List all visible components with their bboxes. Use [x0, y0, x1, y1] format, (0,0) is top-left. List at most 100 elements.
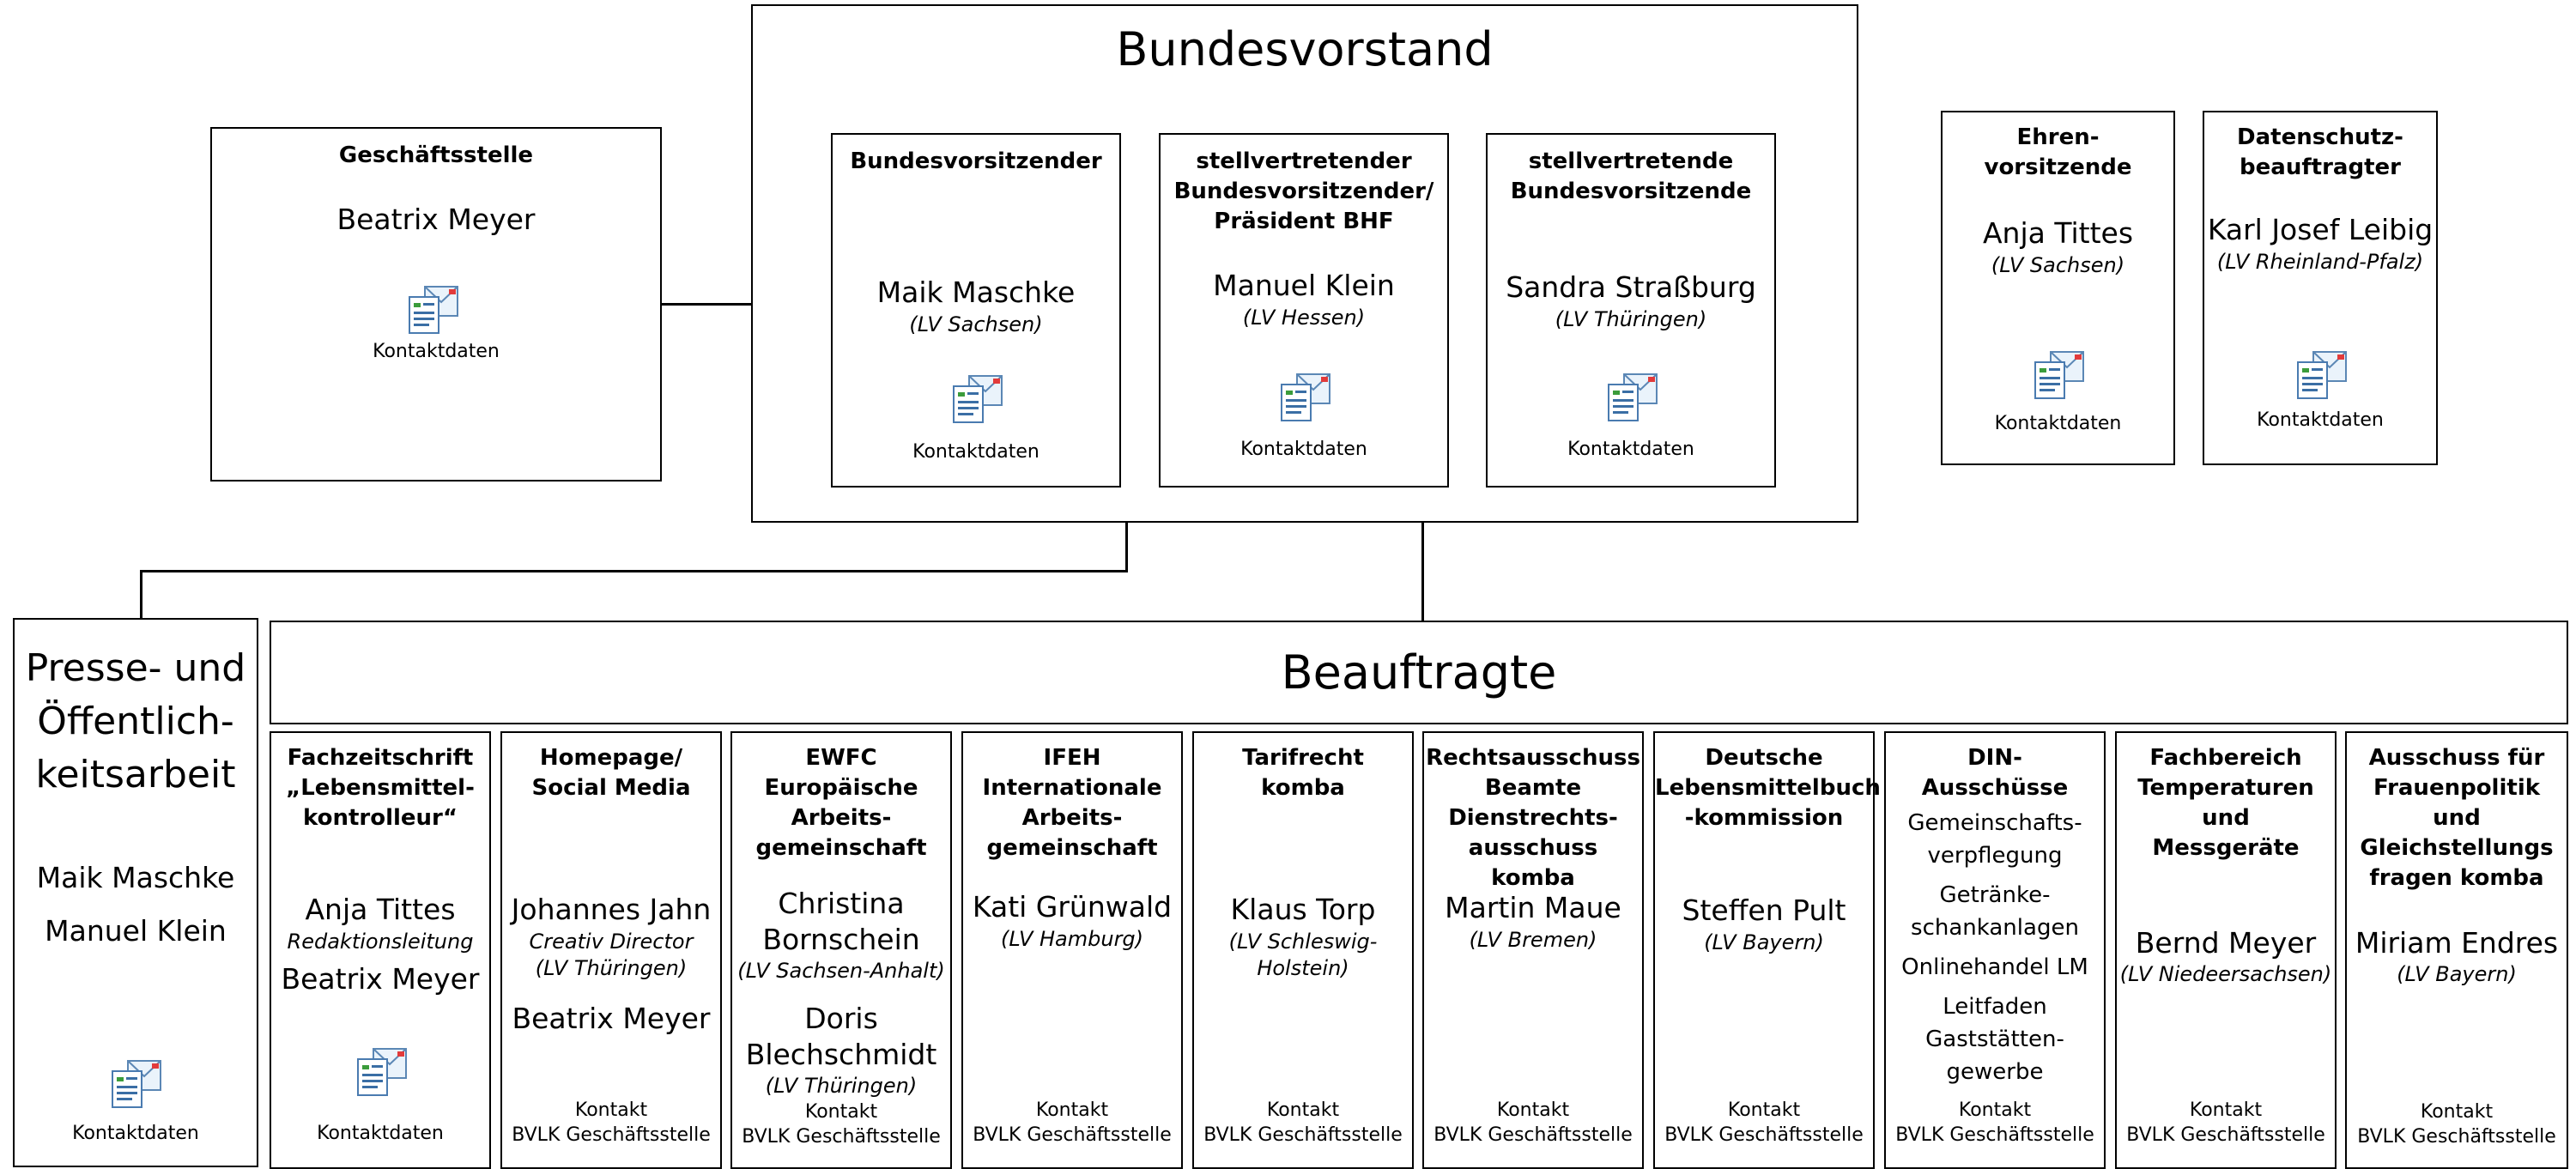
column-title: Fachbereich Temperaturen und Messgeräte	[2137, 745, 2314, 861]
contact-card-icon[interactable]	[2294, 347, 2349, 402]
member-lv: (LV Thüringen)	[1555, 307, 1707, 331]
contact-office[interactable]: Kontakt BVLK Geschäftsstelle	[742, 1101, 941, 1148]
contact-office[interactable]: Kontakt BVLK Geschäftsstelle	[2126, 1099, 2325, 1146]
column-sub: (LV Schleswig- Holstein)	[1228, 930, 1378, 980]
connector-line	[140, 570, 142, 619]
datenschutz-lv: (LV Rheinland-Pfalz)	[2216, 250, 2424, 274]
member-role: stellvertretende Bundesvorsitzende	[1510, 148, 1752, 204]
connector-line	[1125, 522, 1128, 572]
contact-card-icon[interactable]	[109, 1056, 164, 1111]
column-sub: (LV Hamburg)	[1000, 927, 1144, 951]
column-title: Rechtsausschuss Beamte Dienstrechts- aus…	[1426, 745, 1640, 891]
member-name: Sandra Straßburg	[1506, 270, 1756, 304]
member-lv: (LV Sachsen)	[909, 312, 1043, 336]
ehren-title: Ehren- vorsitzende	[1984, 124, 2132, 180]
beauftragte-column: Homepage/ Social Media Johannes Jahn Cre…	[500, 731, 722, 1169]
column-name: Kati Grünwald	[972, 890, 1173, 924]
ehren-name: Anja Tittes	[1982, 216, 2134, 250]
beauftragte-column: Ausschuss für Frauenpolitik und Gleichst…	[2345, 731, 2568, 1169]
contact-office[interactable]: Kontakt BVLK Geschäftsstelle	[512, 1099, 711, 1146]
column-name: Steffen Pult	[1682, 893, 1846, 927]
column-sub: (LV Niedeersachsen)	[2119, 962, 2332, 986]
beauftragte-column: EWFC Europäische Arbeits- gemeinschaft C…	[730, 731, 952, 1169]
presse-title: Presse- und Öffentlich- keitsarbeit	[25, 646, 246, 796]
member-role: stellvertretender Bundesvorsitzender/ Pr…	[1173, 148, 1434, 234]
datenschutz-title: Datenschutz- beauftragter	[2237, 124, 2403, 180]
column-title: DIN- Ausschüsse	[1921, 745, 2069, 801]
contact-card-icon[interactable]	[1278, 369, 1333, 424]
column-title: Tarifrecht komba	[1242, 745, 1364, 801]
column-sub-2: (LV Thüringen)	[765, 1074, 918, 1098]
contact-card-icon[interactable]	[2032, 347, 2087, 402]
contact-label[interactable]: Kontaktdaten	[72, 1123, 199, 1144]
column-name: Miriam Endres	[2355, 926, 2559, 960]
din-item: Getränke- schankanlagen	[1911, 882, 2079, 941]
contact-card-icon[interactable]	[1605, 369, 1660, 424]
geschaeftsstelle-title: Geschäftsstelle	[338, 142, 534, 168]
contact-office[interactable]: Kontakt BVLK Geschäftsstelle	[1895, 1099, 2094, 1146]
column-name-2: Beatrix Meyer	[281, 962, 480, 996]
member-name: Manuel Klein	[1213, 269, 1395, 302]
contact-card-icon[interactable]	[406, 282, 461, 336]
beauftragte-column: IFEH Internationale Arbeits- gemeinschaf…	[961, 731, 1183, 1169]
beauftragte-column: Deutsche Lebensmittelbuch -kommission St…	[1653, 731, 1881, 1169]
column-name: Christina Bornschein	[762, 887, 920, 956]
beauftragte-column: Fachbereich Temperaturen und Messgeräte …	[2115, 731, 2337, 1169]
column-title: EWFC Europäische Arbeits- gemeinschaft	[755, 745, 927, 861]
column-sub: (LV Bayern)	[1704, 930, 1824, 954]
contact-label[interactable]: Kontaktdaten	[1994, 413, 2122, 434]
bundesvorstand-box: Bundesvorstand Bundesvorsitzender Maik M…	[751, 4, 1858, 523]
presse-name: Maik Maschke	[36, 861, 235, 894]
contact-label[interactable]: Kontaktdaten	[317, 1123, 444, 1144]
connector-line	[140, 570, 1128, 572]
contact-office[interactable]: Kontakt BVLK Geschäftsstelle	[1664, 1099, 1864, 1146]
contact-card-icon[interactable]	[950, 371, 1005, 426]
din-item: Gemeinschafts- verpflegung	[1907, 810, 2082, 869]
geschaeftsstelle-box: Geschäftsstelle Beatrix Meyer Kontaktdat…	[210, 127, 662, 482]
datenschutz-box: Datenschutz- beauftragter Karl Josef Lei…	[2203, 111, 2438, 465]
contact-office[interactable]: Kontakt BVLK Geschäftsstelle	[973, 1099, 1172, 1146]
ehrenvorsitzende-box: Ehren- vorsitzende Anja Tittes (LV Sachs…	[1941, 111, 2175, 465]
contact-office[interactable]: Kontakt BVLK Geschäftsstelle	[2357, 1101, 2556, 1148]
contact-office[interactable]: Kontakt BVLK Geschäftsstelle	[1203, 1099, 1403, 1146]
presse-box: Presse- und Öffentlich- keitsarbeit Maik…	[13, 618, 258, 1167]
beauftragte-title: Beauftragte	[1281, 645, 1557, 700]
contact-label[interactable]: Kontaktdaten	[2257, 409, 2384, 431]
member-box: stellvertretender Bundesvorsitzender/ Pr…	[1159, 133, 1449, 488]
member-name: Maik Maschke	[876, 276, 1076, 309]
column-name: Bernd Meyer	[2135, 926, 2317, 960]
member-box: stellvertretende Bundesvorsitzende Sandr…	[1486, 133, 1776, 488]
column-title: Homepage/ Social Media	[531, 745, 691, 801]
contact-label[interactable]: Kontaktdaten	[373, 341, 500, 362]
member-lv: (LV Hessen)	[1242, 306, 1366, 330]
geschaeftsstelle-name: Beatrix Meyer	[336, 203, 536, 236]
contact-card-icon[interactable]	[355, 1044, 409, 1099]
presse-name: Manuel Klein	[45, 914, 227, 948]
bundesvorstand-title: Bundesvorstand	[1116, 22, 1494, 76]
beauftragte-column: Rechtsausschuss Beamte Dienstrechts- aus…	[1422, 731, 1644, 1169]
ehren-lv: (LV Sachsen)	[1991, 253, 2125, 277]
column-name: Klaus Torp	[1230, 893, 1376, 926]
column-title: Fachzeitschrift „Lebensmittel- kontrolle…	[286, 745, 475, 831]
beauftragte-header: Beauftragte	[270, 621, 2568, 724]
beauftragte-column: Fachzeitschrift „Lebensmittel- kontrolle…	[270, 731, 491, 1169]
datenschutz-name: Karl Josef Leibig	[2207, 213, 2434, 246]
contact-label[interactable]: Kontaktdaten	[912, 441, 1039, 463]
connector-line	[1421, 522, 1424, 621]
member-role: Bundesvorsitzender	[850, 148, 1102, 174]
column-title: IFEH Internationale Arbeits- gemeinschaf…	[982, 745, 1162, 861]
column-name: Johannes Jahn	[511, 893, 712, 926]
column-name: Anja Tittes	[305, 893, 456, 926]
column-title: Ausschuss für Frauenpolitik und Gleichst…	[2360, 745, 2554, 891]
din-item: Leitfaden Gaststätten- gewerbe	[1925, 994, 2064, 1085]
contact-label[interactable]: Kontaktdaten	[1240, 439, 1367, 460]
contact-office[interactable]: Kontakt BVLK Geschäftsstelle	[1433, 1099, 1633, 1146]
column-name-2: Doris Blechschmidt	[745, 1002, 937, 1071]
column-name-2: Beatrix Meyer	[512, 1002, 711, 1035]
contact-label[interactable]: Kontaktdaten	[1567, 439, 1694, 460]
column-sub: (LV Bremen)	[1469, 928, 1597, 952]
beauftragte-column: DIN- Ausschüsse Gemeinschafts- verpflegu…	[1884, 731, 2106, 1169]
beauftragte-column: Tarifrecht komba Klaus Torp (LV Schleswi…	[1192, 731, 1414, 1169]
column-title: Deutsche Lebensmittelbuch -kommission	[1655, 745, 1881, 831]
column-name: Martin Maue	[1445, 891, 1621, 924]
